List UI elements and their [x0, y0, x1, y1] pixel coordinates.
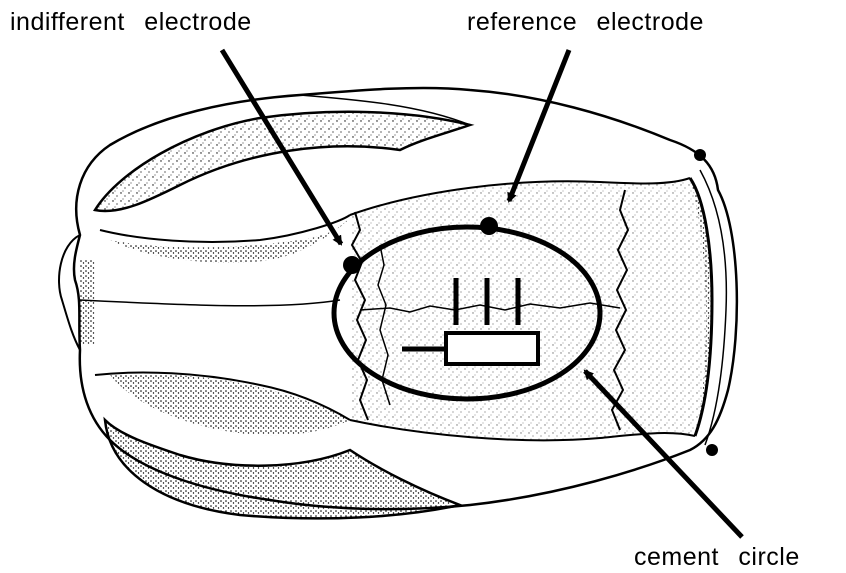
reference-electrode-arrow [509, 50, 569, 201]
cement-circle-label: cement circle [634, 545, 800, 570]
indifferent-electrode-label: indifferent electrode [10, 10, 252, 35]
reference-electrode-dot [480, 217, 498, 235]
indifferent-electrode-dot [343, 256, 361, 274]
reference-electrode-label: reference electrode [467, 10, 704, 35]
skull-shading [80, 112, 712, 519]
